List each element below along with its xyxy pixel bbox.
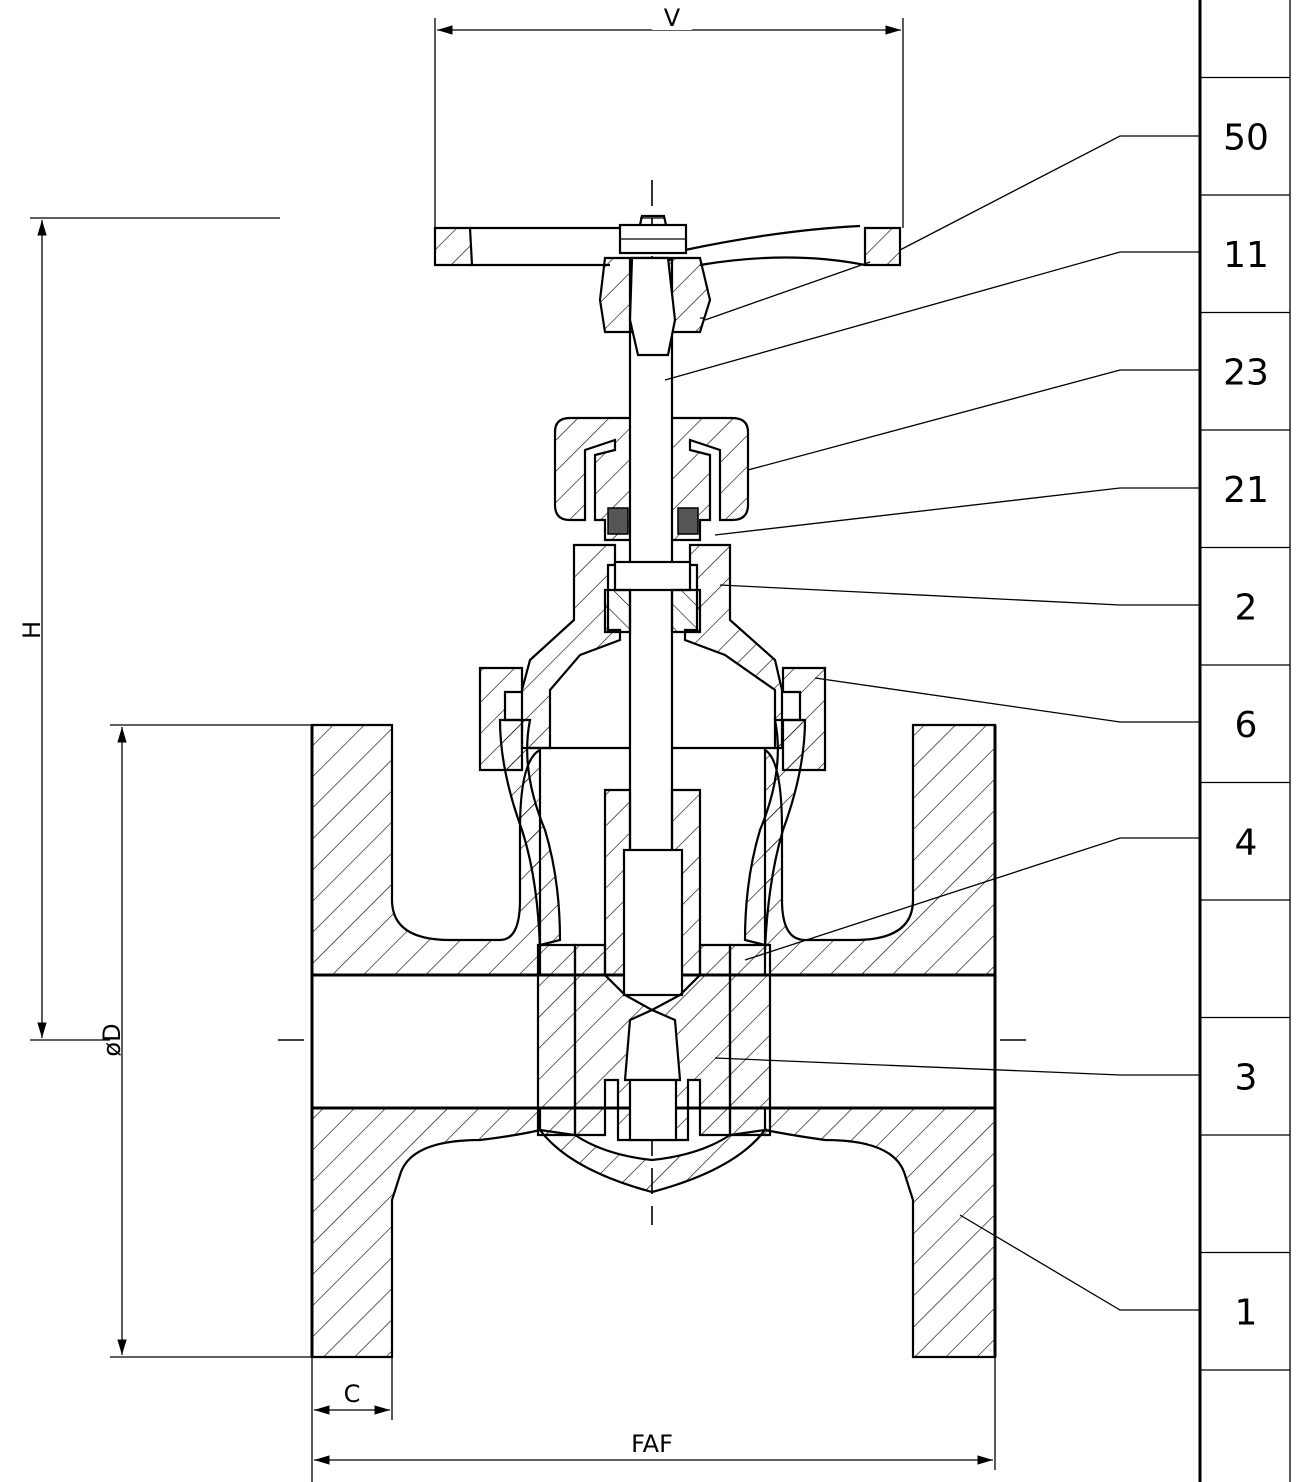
dimension-d: øD <box>98 724 312 1358</box>
dim-d-label: øD <box>98 1023 126 1056</box>
dim-h-label: H <box>18 621 46 639</box>
seat-rings <box>536 943 772 1137</box>
parts-table: 50 11 23 21 2 6 4 3 1 <box>1198 0 1291 1482</box>
wedge <box>573 943 732 1142</box>
part-number: 50 <box>1223 117 1269 158</box>
leader-lines <box>664 135 1200 1311</box>
dim-c-label: C <box>344 1380 361 1408</box>
dimension-h: H <box>18 217 280 1041</box>
part-number: 3 <box>1235 1057 1258 1098</box>
stem <box>603 258 702 962</box>
handwheel <box>433 214 902 357</box>
part-number: 2 <box>1235 587 1258 628</box>
bonnet <box>498 543 807 951</box>
part-number: 4 <box>1235 822 1258 863</box>
dimension-faf: FAF <box>314 1357 996 1470</box>
part-number: 6 <box>1235 705 1258 746</box>
dimension-c: C <box>311 1357 393 1482</box>
part-number: 21 <box>1223 470 1269 511</box>
part-number: 11 <box>1223 235 1269 276</box>
dimension-v: V <box>434 4 904 228</box>
dim-v-label: V <box>664 4 681 32</box>
body-bonnet-clamp <box>478 666 827 772</box>
part-number: 23 <box>1223 352 1269 393</box>
dim-faf-label: FAF <box>631 1430 673 1458</box>
part-number: 1 <box>1235 1292 1258 1333</box>
